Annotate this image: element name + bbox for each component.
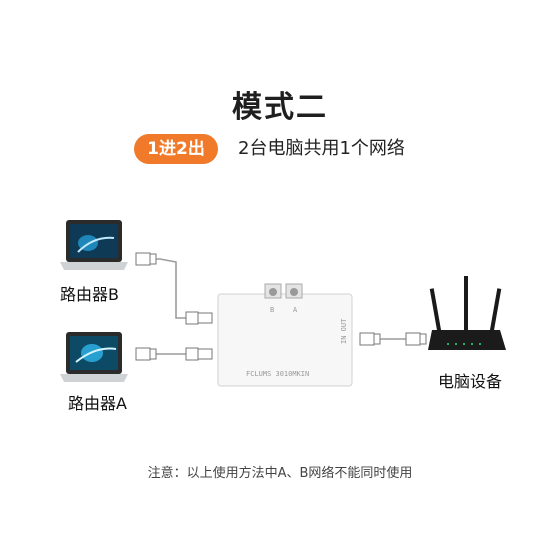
mode-badge: 1进2出 (134, 134, 218, 164)
brand-text: FCLUMS 3010MKIN (246, 370, 309, 378)
network-switch-box: FCLUMS 3010MKIN B A IN OUT (217, 283, 353, 387)
in-out-label: IN OUT (340, 318, 348, 344)
subtitle: 2台电脑共用1个网络 (238, 138, 405, 159)
router-a-label: 路由器A (68, 394, 127, 413)
laptop-icon (60, 220, 128, 270)
laptop-icon (60, 332, 128, 382)
rj45-plug (135, 252, 427, 361)
page-title: 模式二 (232, 90, 328, 125)
computer-label: 电脑设备 (438, 372, 503, 391)
router-b-label: 路由器B (60, 285, 119, 304)
router-icon (428, 276, 506, 350)
port-b-label: B (270, 306, 274, 314)
usage-note: 注意：以上使用方法中A、B网络不能同时使用 (147, 466, 413, 481)
port-a-label: A (293, 306, 298, 314)
